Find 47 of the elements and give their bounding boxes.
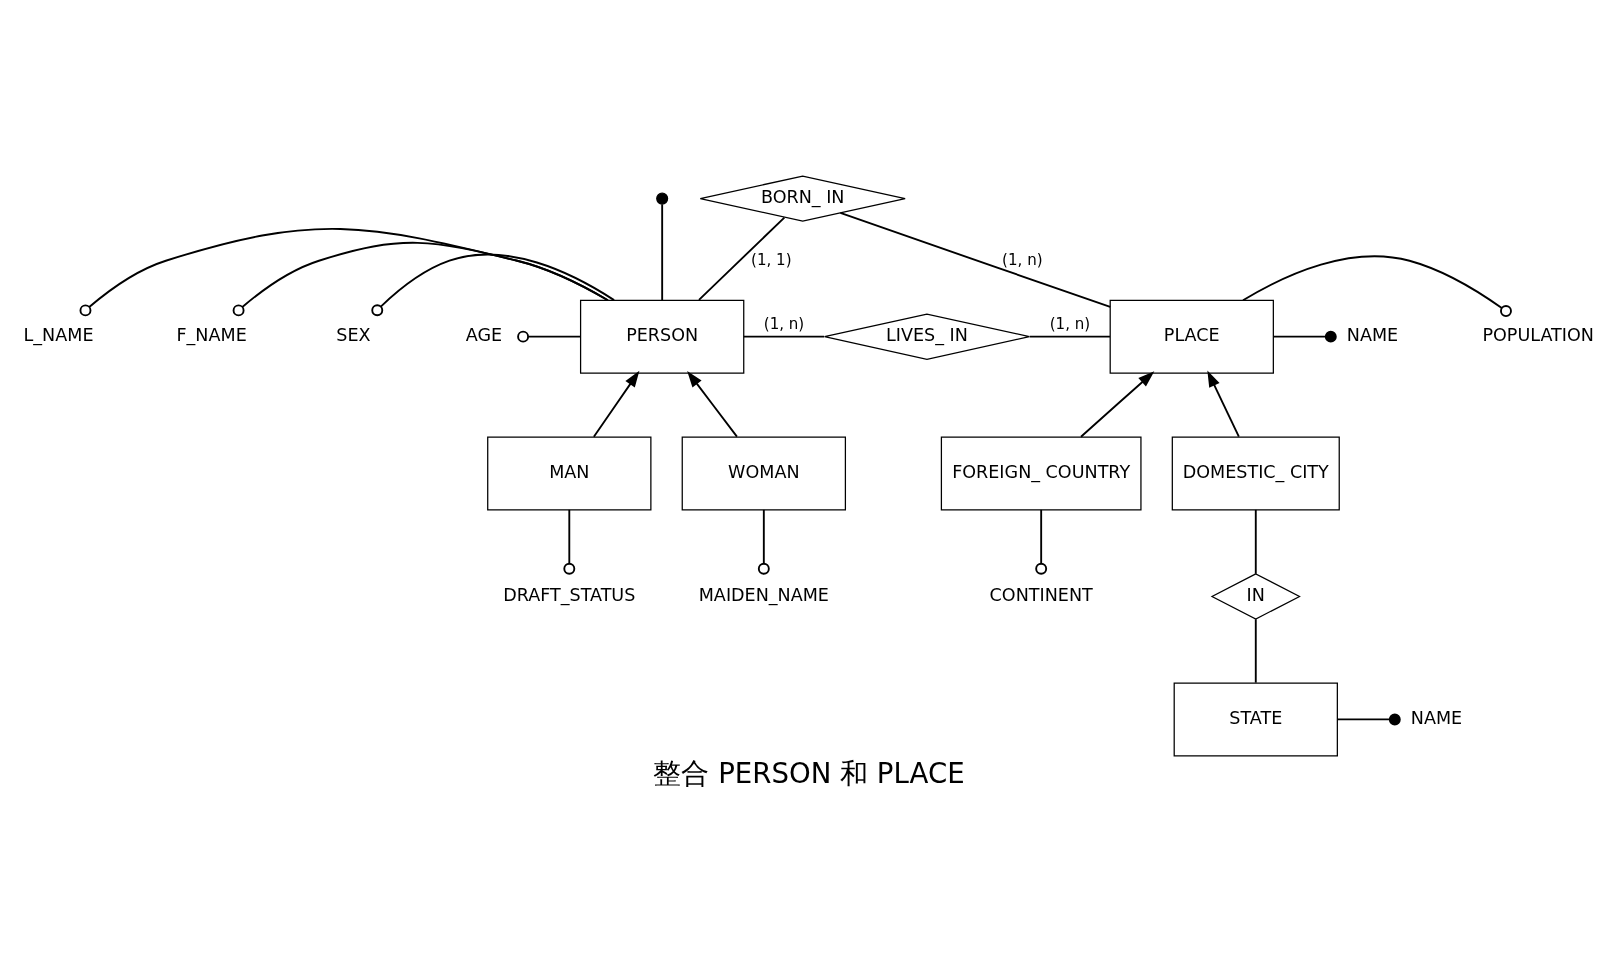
arrow: [687, 370, 738, 438]
connector: [1242, 255, 1512, 318]
connector: [1254, 508, 1257, 575]
node-box: PLACE: [1109, 299, 1274, 374]
node-circle: [656, 192, 669, 205]
node-box: WOMAN: [681, 436, 846, 511]
node-box: MAN: [487, 436, 652, 511]
node-text: L_NAME: [23, 325, 94, 346]
arrow: [1207, 370, 1240, 438]
node-text: NAME: [1410, 708, 1463, 729]
node-diamond: LIVES_ IN: [823, 313, 1030, 360]
node-box: FOREIGN_ COUNTRY: [940, 436, 1142, 511]
connector: [1336, 713, 1401, 726]
connector: [563, 508, 576, 575]
node-text: DRAFT_STATUS: [503, 585, 636, 606]
node-box: PERSON: [579, 299, 745, 374]
connector: [1028, 335, 1111, 338]
node-text: F_NAME: [176, 325, 247, 346]
node-text: NAME: [1346, 325, 1399, 346]
connector: [517, 330, 582, 343]
connector: [757, 508, 770, 575]
node-text: SEX: [336, 325, 371, 346]
connector: [232, 241, 609, 317]
connector: [79, 228, 609, 317]
node-box: DOMESTIC_ CITY: [1171, 436, 1340, 511]
node-text: MAIDEN_NAME: [698, 585, 829, 606]
node-diamond: IN: [1210, 573, 1301, 620]
edge-label: (1, 1): [751, 250, 792, 269]
connector: [839, 212, 1112, 308]
connector: [1272, 330, 1337, 343]
connector: [1254, 618, 1257, 684]
node-box: STATE: [1173, 682, 1338, 757]
caption: 整合 PERSON 和 PLACE: [653, 756, 965, 790]
node-text: CONTINENT: [989, 585, 1093, 606]
node-diamond: BORN_ IN: [699, 175, 906, 222]
arrow: [592, 370, 640, 438]
connector: [371, 253, 616, 317]
connector: [661, 203, 664, 302]
connector: [698, 216, 786, 301]
arrow: [1080, 371, 1155, 438]
edge-label: (1, n): [763, 314, 805, 333]
node-text: AGE: [465, 325, 503, 346]
connector: [1035, 508, 1048, 575]
connector: [742, 335, 826, 338]
edge-label: (1, n): [1049, 314, 1091, 333]
node-text: POPULATION: [1482, 325, 1594, 346]
edge-label: (1, n): [1002, 250, 1043, 269]
